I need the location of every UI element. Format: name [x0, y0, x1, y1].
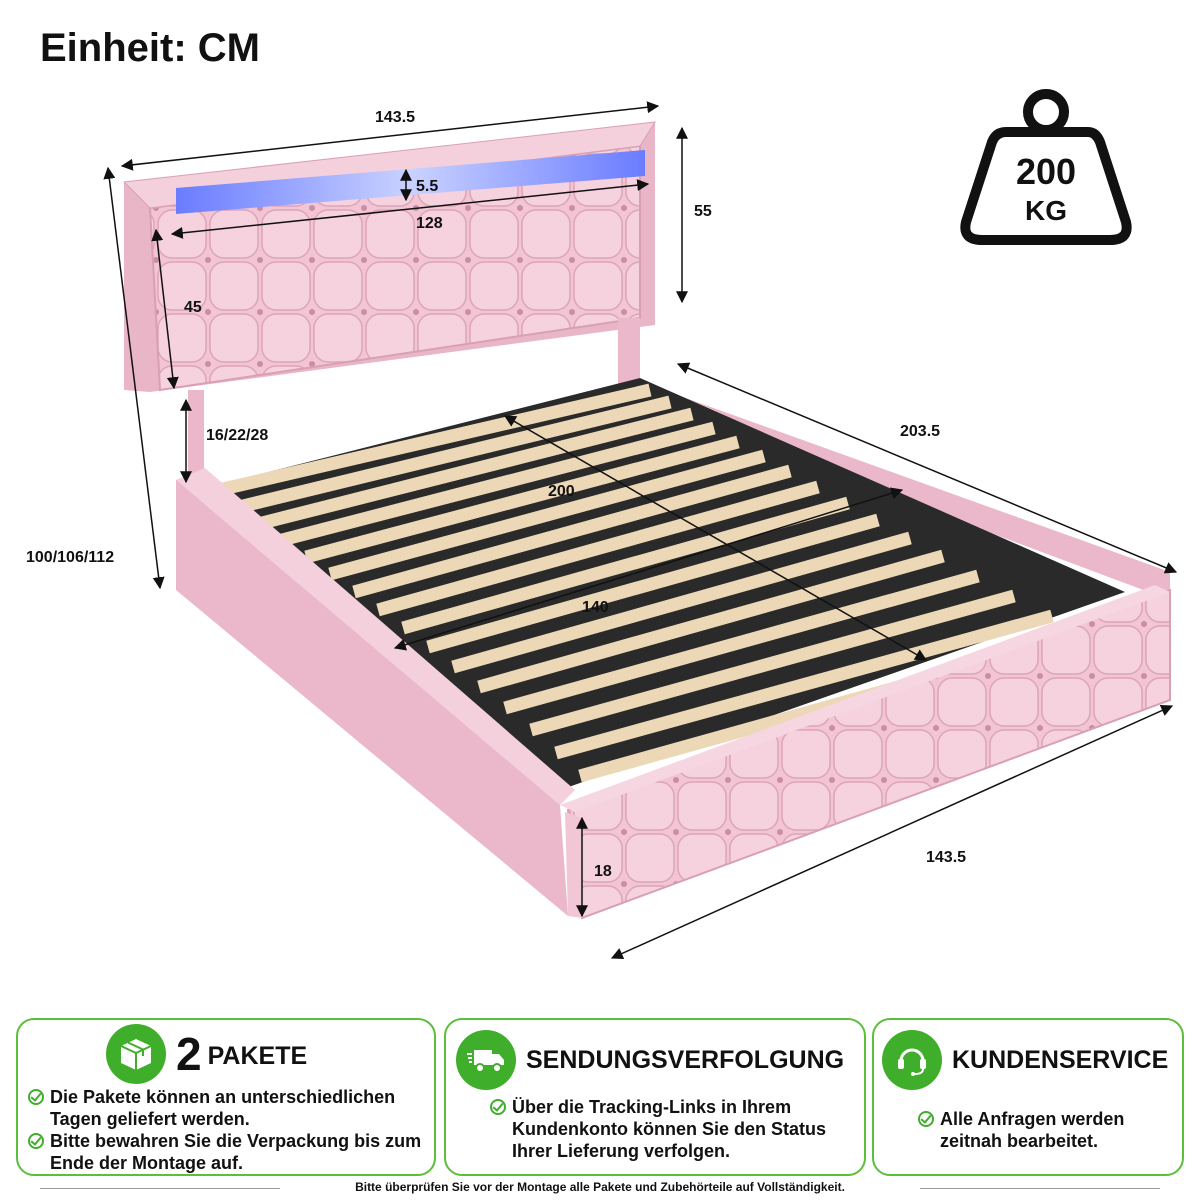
weight-value: 200 — [1016, 151, 1076, 192]
packages-label: PAKETE — [207, 1042, 308, 1070]
package-icon — [106, 1024, 166, 1084]
dim-total-length: 203.5 — [900, 423, 940, 440]
dim-headboard-width: 143.5 — [375, 109, 415, 126]
headset-icon — [882, 1030, 942, 1090]
dimension-lines — [103, 101, 1178, 960]
info-card-tracking: SENDUNGSVERFOLGUNG Über die Tracking-Lin… — [444, 1018, 866, 1176]
list-item: Bitte bewahren Sie die Verpackung bis zu… — [28, 1130, 433, 1174]
delivery-truck-icon — [456, 1030, 516, 1090]
headboard-post-right — [618, 318, 640, 398]
tracking-title: SENDUNGSVERFOLGUNG — [526, 1045, 845, 1074]
dim-led-strip-width: 128 — [416, 215, 443, 232]
check-icon — [918, 1111, 934, 1127]
footer-divider-left — [40, 1188, 280, 1189]
list-item: Über die Tracking-Links in Ihrem Kundenk… — [490, 1096, 850, 1162]
weight-unit: KG — [1025, 195, 1067, 226]
dim-footboard-width: 143.5 — [926, 849, 966, 866]
list-item: Die Pakete können an unterschiedlichen T… — [28, 1086, 433, 1130]
bed-product-illustration: 143.5 55 5.5 128 45 16/22/28 100/106/112… — [26, 89, 1178, 960]
dim-led-strip-height: 5.5 — [416, 178, 438, 195]
bed-frame — [176, 378, 1171, 920]
dim-leg-clearance: 16/22/28 — [206, 427, 268, 444]
dim-total-height: 100/106/112 — [26, 549, 114, 566]
weight-icon — [960, 89, 1132, 245]
footer-note: Bitte überprüfen Sie vor der Montage all… — [355, 1180, 845, 1194]
dim-mattress-width: 140 — [582, 599, 609, 616]
dim-headboard-height: 55 — [694, 203, 712, 220]
packages-count: 2 — [176, 1028, 202, 1080]
footer-divider-right — [920, 1188, 1160, 1189]
dim-mattress-length: 200 — [548, 483, 575, 500]
unit-label: Einheit: CM — [40, 26, 260, 70]
check-icon — [490, 1099, 506, 1115]
dim-headboard-panel-height: 45 — [184, 299, 202, 316]
headboard-post-left — [188, 390, 204, 482]
customer-service-title: KUNDENSERVICE — [952, 1045, 1169, 1074]
info-card-customer-service: KUNDENSERVICE Alle Anfragen werden zeitn… — [872, 1018, 1184, 1176]
list-item: Alle Anfragen werden zeitnah bearbeitet. — [918, 1108, 1168, 1152]
check-icon — [28, 1089, 44, 1105]
dimension-labels: 143.5 55 5.5 128 45 16/22/28 100/106/112… — [26, 109, 966, 880]
check-icon — [28, 1133, 44, 1149]
dim-frame-height: 18 — [594, 863, 612, 880]
weight-badge: 200 KG — [960, 89, 1132, 245]
